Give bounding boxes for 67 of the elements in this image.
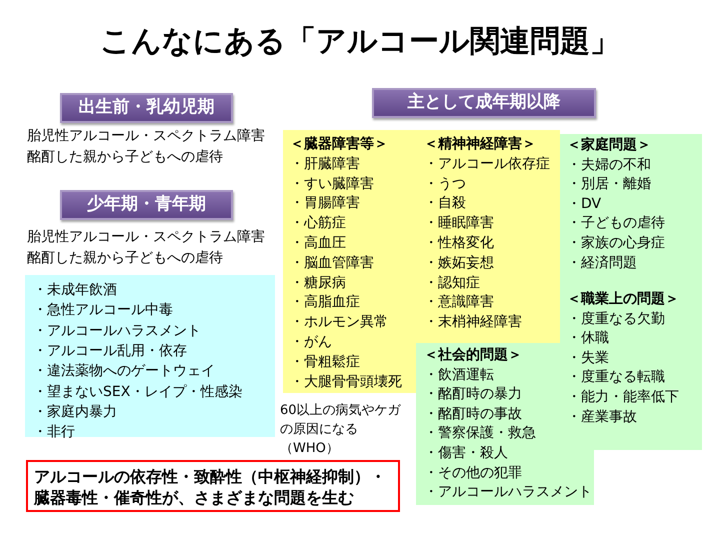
list-item: ・末梢神経障害 [424,313,522,332]
list-item: ・がん [290,333,332,351]
list-item: ・脳血管障害 [290,254,374,272]
list-item: ・産業事故 [567,408,637,426]
list-item: ・家族の心身症 [567,234,665,252]
description-text: 胎児性アルコール・スペクトラム障害 [27,127,266,146]
note-text: 60以上の病気やケガの原因になる（WHO） [280,402,402,458]
list-item: ・酩酊時の事故 [424,404,522,423]
header-text: 主として成年期以降 [408,91,560,114]
list-item: ・度重なる欠勤 [567,310,665,328]
header-text: 少年期・青年期 [87,193,206,216]
description-text: 胎児性アルコール・スペクトラム障害 [27,228,266,247]
list-item: ・度重なる転職 [567,368,665,386]
category-heading: ＜臓器障害等＞ [290,135,388,153]
list-item: ・子どもの虐待 [567,214,665,232]
list-item: ・アルコールハラスメント [424,483,592,502]
category-heading: ＜家庭問題＞ [567,136,651,154]
list-item: ・胃腸障害 [290,194,360,212]
list-item: ・休職 [567,329,609,348]
list-item: ・酩酊時の暴力 [424,385,522,404]
list-item: ・大腿骨骨頭壊死 [290,372,402,391]
list-item: ・未成年飲酒 [33,281,117,299]
section-header [372,88,596,118]
list-item: ・DV [567,194,602,213]
category-heading: ＜職業上の問題＞ [567,290,679,308]
list-item: ・違法薬物へのゲートウェイ [33,362,215,380]
header-text: 出生前・乳幼児期 [78,96,214,120]
list-item: ・失業 [567,348,609,367]
list-item: ・高血圧 [290,234,346,252]
list-item: ・傷害・殺人 [424,444,508,462]
category-heading: ＜社会的問題＞ [424,346,522,364]
list-item: ・性格変化 [424,234,494,252]
list-item: ・急性アルコール中毒 [33,301,173,320]
list-item: ・経済問題 [567,254,637,272]
list-item: ・嫉妬妄想 [424,254,494,272]
description-text: 酩酊した親から子どもへの虐待 [27,249,224,268]
list-item: ・肝臓障害 [290,154,360,173]
section-header [60,190,233,220]
list-item: ・骨粗鬆症 [290,352,360,371]
list-item: ・飲酒運転 [424,366,494,384]
list-item: ・ホルモン異常 [290,313,388,332]
summary-text: アルコールの依存性・致酔性（中枢神経抑制）・臓器毒性・催奇性が、さまざまな問題を生む [34,466,387,508]
list-item: ・アルコール依存症 [424,154,550,173]
list-item: ・アルコール乱用・依存 [33,342,187,360]
list-item: ・アルコールハラスメント [33,322,201,340]
list-item: ・意識障害 [424,293,494,312]
list-item: ・認知症 [424,274,480,292]
list-item: ・その他の犯罪 [424,464,522,482]
list-item: ・自殺 [424,194,466,212]
list-item: ・望まないSEX・レイプ・性感染 [33,382,242,400]
list-item: ・高脂血症 [290,293,360,312]
list-item: ・警察保護・救急 [424,424,536,442]
list-item: ・すい臓障害 [290,174,374,193]
list-item: ・睡眠障害 [424,214,494,232]
list-item: ・夫婦の不和 [567,156,651,174]
title: こんなにある「アルコール関連問題」 [99,23,621,61]
list-item: ・能力・能率低下 [567,388,679,406]
list-item: ・うつ [424,174,466,193]
summary-box [26,460,400,512]
list-item: ・非行 [33,423,75,442]
section-header [60,93,233,123]
list-item: ・心筋症 [290,214,346,232]
list-item: ・糖尿病 [290,274,346,292]
description-text: 酩酊した親から子どもへの虐待 [27,148,224,167]
list-item: ・家庭内暴力 [33,402,117,421]
list-item: ・別居・離婚 [567,175,651,194]
category-heading: ＜精神神経障害＞ [424,135,536,153]
